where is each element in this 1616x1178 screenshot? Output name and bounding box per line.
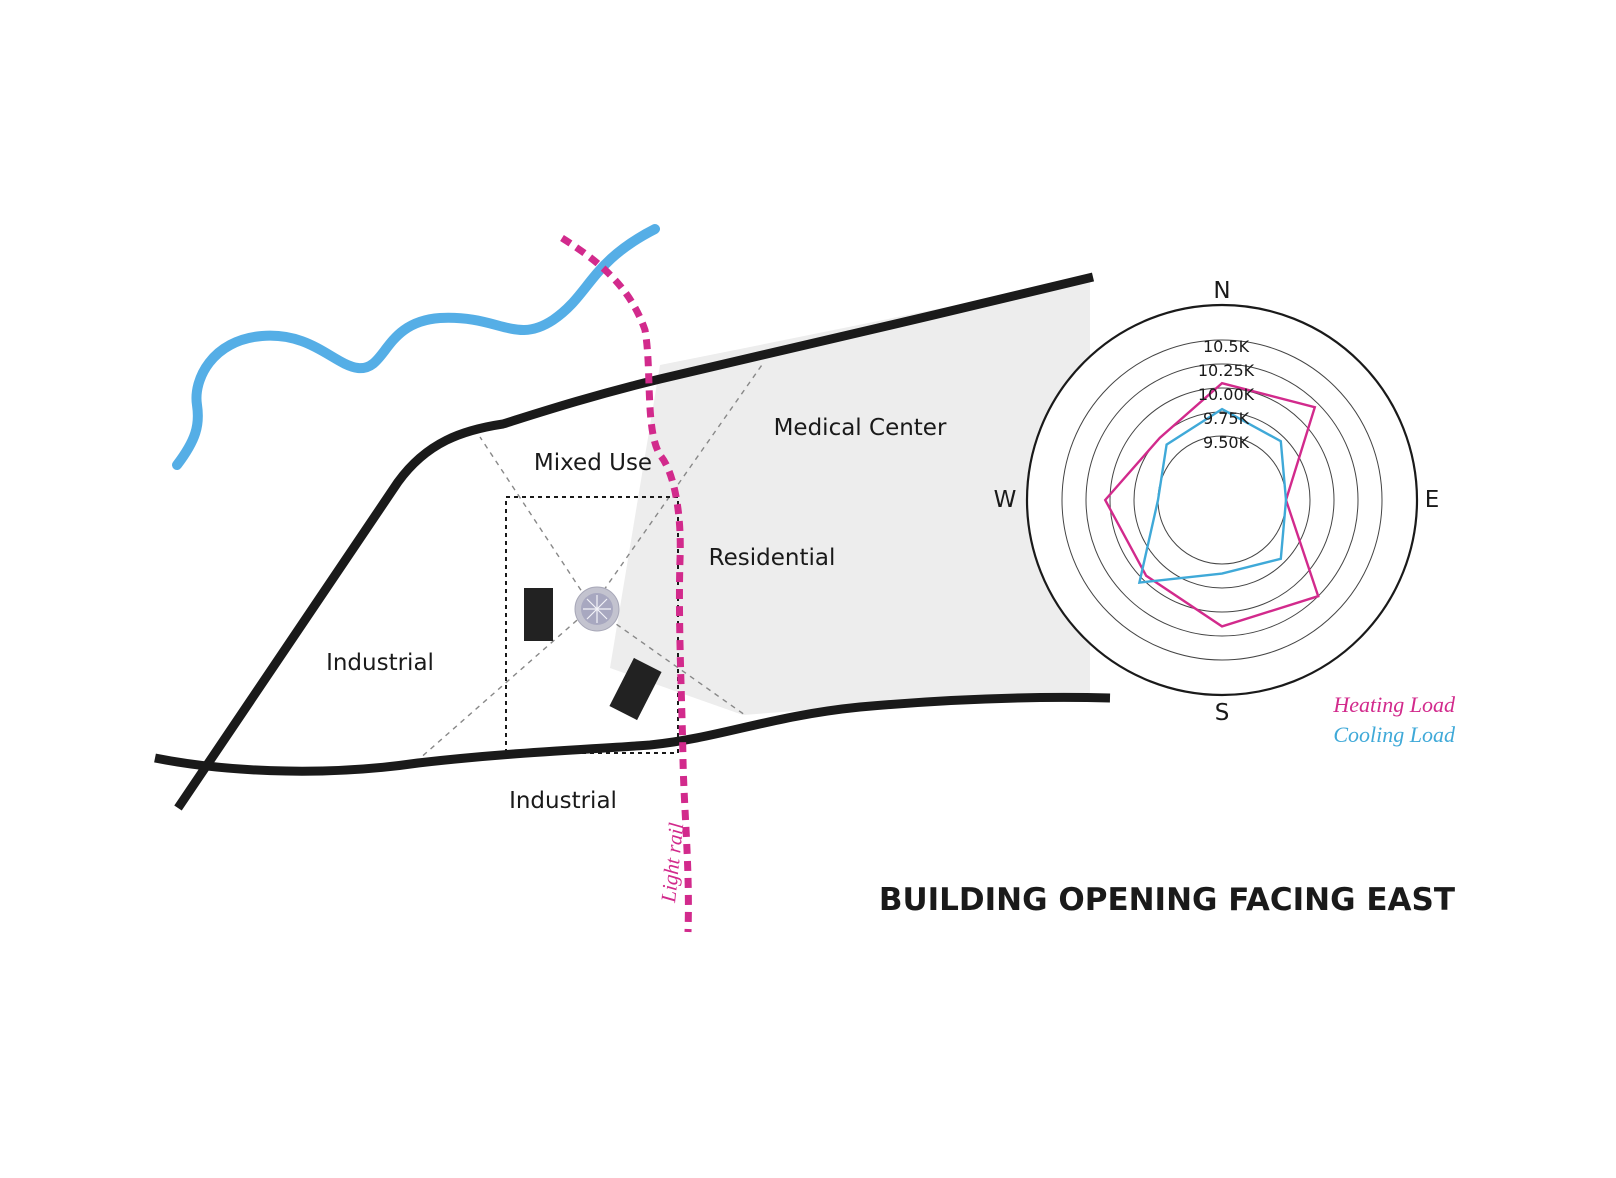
radar-ring-label-0: 9.50K [1203, 433, 1250, 452]
radar-ring-1 [1133, 411, 1311, 589]
zone-label-industrial-south: Industrial [509, 788, 617, 814]
zone-label-industrial-west: Industrial [326, 650, 434, 676]
radar-ring-label-1: 9.75K [1203, 409, 1250, 428]
compass-west: W [994, 487, 1017, 513]
road-south [154, 692, 1111, 776]
light-rail-line [560, 235, 692, 933]
view-line-sw [417, 606, 593, 761]
radar-ring-3 [1085, 363, 1359, 637]
view-line-se [591, 606, 746, 716]
residential-zone-fill [610, 278, 1090, 715]
site-center-icon [574, 586, 620, 632]
legend-cooling-load: Cooling Load [1333, 722, 1456, 747]
radar-series-cooling-load [1137, 407, 1288, 584]
compass-south: S [1215, 700, 1230, 726]
radar-ring-label-2: 10.00K [1198, 385, 1255, 404]
building-south [609, 657, 662, 721]
legend-heating-load: Heating Load [1332, 692, 1456, 717]
load-radar-chart: 9.50K 9.75K 10.00K 10.25K 10.5K N E S W [994, 278, 1440, 726]
compass-east: E [1425, 487, 1440, 513]
building-west [524, 588, 553, 641]
radar-ring-4 [1061, 339, 1383, 661]
view-line-nw [479, 436, 593, 608]
zone-label-mixed-use: Mixed Use [534, 450, 652, 476]
radar-ring-label-3: 10.25K [1198, 361, 1255, 380]
view-cone-lines [417, 361, 765, 761]
radar-outer-ring [1025, 303, 1419, 697]
radar-ring-2 [1109, 387, 1335, 613]
road-north [174, 272, 1095, 811]
radar-series-heating-load [1103, 381, 1320, 628]
river [172, 224, 660, 470]
compass-north: N [1213, 278, 1230, 304]
light-rail-label: Light rail [656, 821, 688, 904]
zone-label-medical-center: Medical Center [774, 415, 947, 441]
zone-label-residential: Residential [709, 545, 836, 571]
radar-ring-label-4: 10.5K [1203, 337, 1250, 356]
diagram-title: BUILDING OPENING FACING EAST [879, 882, 1455, 918]
